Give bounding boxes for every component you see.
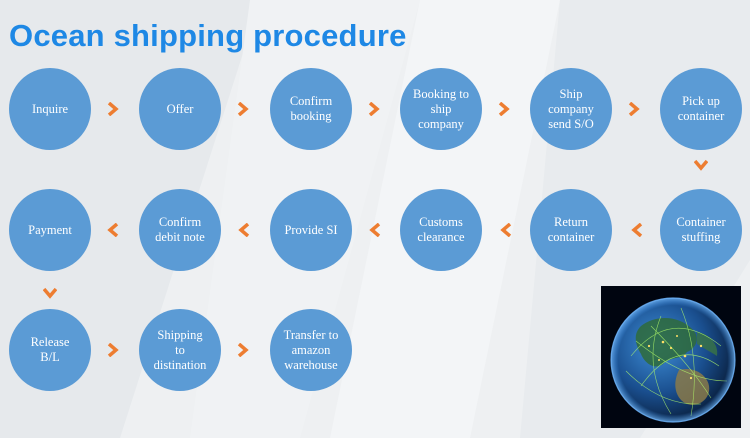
step-payment: Payment	[9, 189, 91, 271]
arrow-right-icon	[106, 343, 120, 357]
arrow-right-icon	[236, 343, 250, 357]
step-booking-to-ship-company: Booking to ship company	[400, 68, 482, 150]
step-transfer-to-amazon-warehouse: Transfer to amazon warehouse	[270, 309, 352, 391]
arrow-left-icon	[237, 223, 251, 237]
step-label: Confirm debit note	[155, 215, 205, 244]
step-return-container: Return container	[530, 189, 612, 271]
arrow-left-icon	[499, 223, 513, 237]
arrow-down-icon	[694, 158, 708, 172]
step-offer: Offer	[139, 68, 221, 150]
step-label: Ship company send S/O	[548, 86, 594, 131]
arrow-left-icon	[630, 223, 644, 237]
step-release-bl: Release B/L	[9, 309, 91, 391]
arrow-right-icon	[236, 102, 250, 116]
step-label: Pick up container	[677, 94, 725, 123]
earth-globe-network-icon	[601, 286, 741, 428]
step-provide-si: Provide SI	[270, 189, 352, 271]
step-label: Release B/L	[30, 335, 70, 364]
step-pick-up-container: Pick up container	[660, 68, 742, 150]
arrow-left-icon	[106, 223, 120, 237]
step-label: Offer	[166, 101, 194, 116]
arrow-right-icon	[367, 102, 381, 116]
arrow-right-icon	[497, 102, 511, 116]
step-customs-clearance: Customs clearance	[400, 189, 482, 271]
step-label: Inquire	[31, 101, 69, 116]
step-container-stuffing: Container stuffing	[660, 189, 742, 271]
arrow-down-icon	[43, 286, 57, 300]
step-label: Transfer to amazon warehouse	[283, 327, 339, 372]
step-label: Provide SI	[284, 222, 338, 237]
step-shipping-to-destination: Shipping to distination	[139, 309, 221, 391]
step-label: Shipping to distination	[153, 327, 207, 372]
step-label: Customs clearance	[417, 215, 465, 244]
step-label: Confirm booking	[289, 94, 333, 123]
arrow-left-icon	[368, 223, 382, 237]
arrow-right-icon	[627, 102, 641, 116]
arrow-right-icon	[106, 102, 120, 116]
step-inquire: Inquire	[9, 68, 91, 150]
step-ship-company-send-so: Ship company send S/O	[530, 68, 612, 150]
step-label: Return container	[547, 215, 595, 244]
step-confirm-debit-note: Confirm debit note	[139, 189, 221, 271]
page-title: Ocean shipping procedure	[9, 18, 407, 53]
step-label: Container stuffing	[676, 215, 726, 244]
step-label: Booking to ship company	[413, 86, 469, 131]
step-confirm-booking: Confirm booking	[270, 68, 352, 150]
step-label: Payment	[28, 222, 72, 237]
